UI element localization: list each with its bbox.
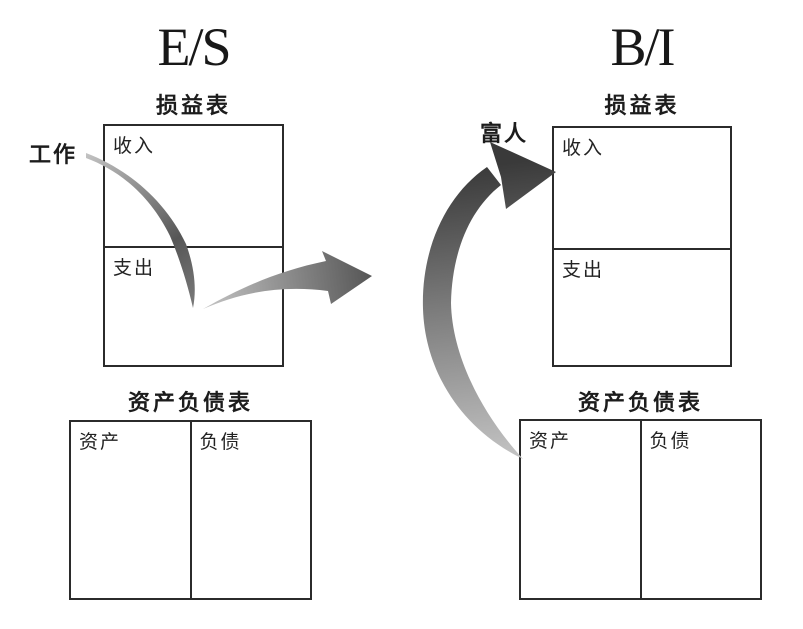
liability-label-left: 负债 [199, 432, 242, 453]
asset-label-right: 资产 [529, 431, 572, 452]
income-statement-box-right: 收入 支出 [552, 126, 732, 367]
expense-section-left: 支出 [105, 246, 282, 365]
asset-to-income-arrow [422, 167, 523, 459]
work-annotation: 工作 [29, 142, 78, 167]
asset-column-right: 资产 [521, 421, 640, 598]
liability-column-right: 负债 [639, 421, 761, 598]
balance-sheet-title-right: 资产负债表 [577, 390, 703, 415]
expense-section-right: 支出 [554, 248, 730, 365]
asset-label-left: 资产 [79, 432, 122, 453]
income-statement-box-left: 收入 支出 [103, 124, 284, 367]
panel-title-bi: B/I [610, 17, 675, 77]
income-statement-title-right: 损益表 [604, 93, 680, 118]
asset-column-left: 资产 [71, 422, 190, 598]
liability-column-left: 负债 [189, 422, 311, 598]
rich-people-annotation: 富人 [480, 121, 529, 146]
income-label-right: 收入 [562, 138, 605, 159]
income-section-left: 收入 [105, 126, 282, 246]
income-statement-title-left: 损益表 [155, 93, 231, 118]
panel-title-es: E/S [157, 17, 231, 77]
balance-sheet-title-left: 资产负债表 [127, 390, 253, 415]
income-section-right: 收入 [554, 128, 730, 248]
income-label-left: 收入 [113, 136, 156, 157]
balance-sheet-box-left: 资产 负债 [69, 420, 312, 600]
expense-label-right: 支出 [562, 260, 605, 281]
balance-sheet-box-right: 资产 负债 [519, 419, 762, 600]
asset-to-income-arrowhead-icon [490, 142, 556, 209]
liability-label-right: 负债 [649, 431, 692, 452]
expense-label-left: 支出 [113, 258, 156, 279]
